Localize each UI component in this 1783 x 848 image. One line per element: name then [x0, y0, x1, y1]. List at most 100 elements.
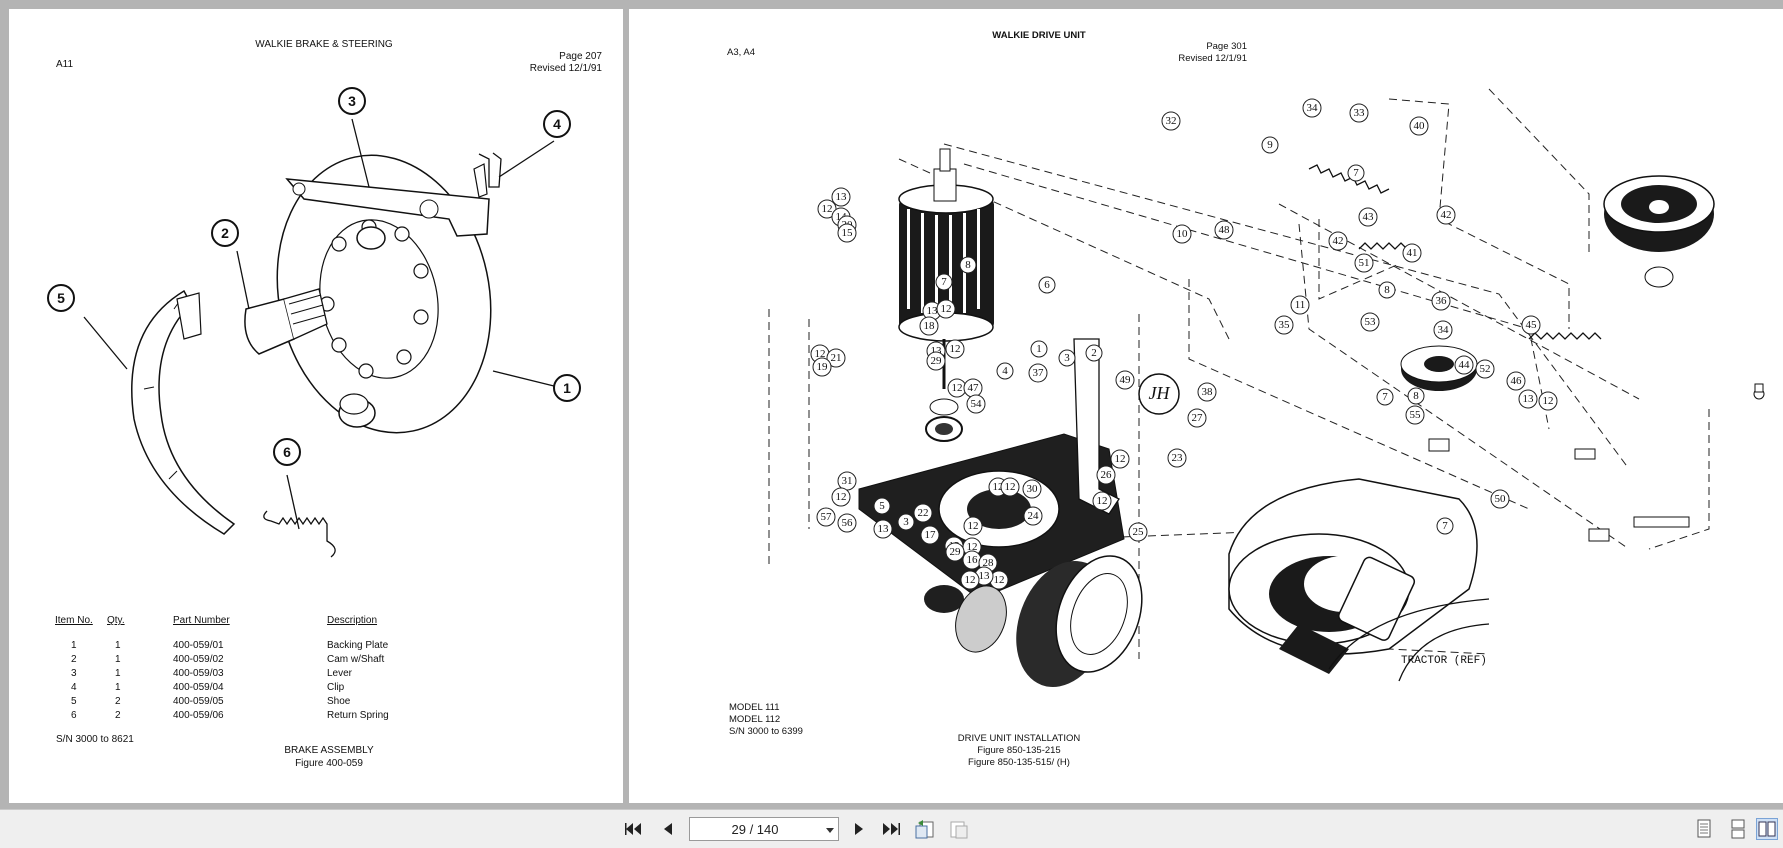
right-figure-2: Figure 850-135-515/ (H): [968, 757, 1070, 768]
table-header-item: Item No.: [55, 615, 93, 626]
svg-text:4: 4: [1002, 365, 1008, 377]
page-number-select[interactable]: 29 / 140: [689, 817, 839, 841]
left-page-number: Page 207: [559, 51, 602, 62]
svg-text:42: 42: [1333, 235, 1344, 247]
callout-5: 5: [47, 284, 75, 312]
two-page-view-button[interactable]: [1756, 818, 1778, 840]
first-page-button[interactable]: [623, 818, 645, 840]
left-caption: BRAKE ASSEMBLY: [284, 745, 374, 756]
svg-text:38: 38: [1202, 386, 1214, 398]
right-figure-1: Figure 850-135-215: [977, 745, 1061, 756]
svg-text:37: 37: [1033, 367, 1045, 379]
callout-2: 2: [211, 219, 239, 247]
svg-text:46: 46: [1511, 375, 1523, 387]
continuous-view-button[interactable]: [1727, 818, 1749, 840]
callout-3: 3: [1058, 349, 1076, 367]
svg-text:5: 5: [879, 500, 885, 512]
svg-text:35: 35: [1279, 319, 1291, 331]
svg-text:50: 50: [1495, 493, 1507, 505]
svg-text:8: 8: [1413, 390, 1419, 402]
svg-text:7: 7: [1353, 167, 1359, 179]
callout-12: 12: [947, 378, 967, 398]
callout-31: 31: [837, 471, 857, 491]
callout-40: 40: [1409, 116, 1429, 136]
callout-12: 12: [831, 487, 851, 507]
svg-text:11: 11: [1295, 299, 1306, 311]
svg-text:29: 29: [931, 355, 943, 367]
svg-text:12: 12: [993, 481, 1004, 493]
callout-53: 53: [1360, 312, 1380, 332]
callout-56: 56: [837, 513, 857, 533]
right-page-code: A3, A4: [727, 47, 755, 58]
previous-page-button[interactable]: [657, 818, 679, 840]
svg-text:32: 32: [1166, 115, 1177, 127]
callout-12: 12: [1000, 477, 1020, 497]
svg-text:24: 24: [1028, 510, 1040, 522]
left-page-title: WALKIE BRAKE & STEERING: [255, 39, 393, 50]
left-figure: Figure 400-059: [295, 758, 363, 769]
svg-text:6: 6: [1044, 279, 1050, 291]
callout-3: 3: [338, 87, 366, 115]
svg-text:JH: JH: [1149, 383, 1171, 403]
svg-text:1: 1: [563, 380, 571, 396]
callout-36: 36: [1431, 291, 1451, 311]
single-page-view-button[interactable]: [1693, 818, 1715, 840]
go-forward-button[interactable]: [948, 818, 970, 840]
callout-42: 42: [1436, 205, 1456, 225]
first-page-icon: [625, 823, 641, 835]
svg-text:43: 43: [1363, 211, 1375, 223]
svg-text:31: 31: [842, 475, 853, 487]
right-model-2: MODEL 112: [729, 714, 781, 725]
callout-32: 32: [1161, 111, 1181, 131]
svg-text:54: 54: [971, 398, 983, 410]
svg-text:56: 56: [842, 517, 854, 529]
callout-1: 1: [1030, 340, 1048, 358]
callout-11: 11: [1290, 295, 1310, 315]
callout-38: 38: [1197, 382, 1217, 402]
callout-12: 12: [963, 516, 983, 536]
right-page-title: WALKIE DRIVE UNIT: [992, 30, 1086, 41]
previous-page-icon: [664, 823, 672, 835]
svg-text:51: 51: [1359, 257, 1370, 269]
go-back-icon: [915, 820, 934, 839]
callout-12: 12: [1110, 449, 1130, 469]
callout-7: 7: [1376, 388, 1394, 406]
svg-text:22: 22: [918, 507, 929, 519]
next-page-icon: [855, 823, 863, 835]
svg-text:48: 48: [1219, 224, 1231, 236]
callout-37: 37: [1028, 363, 1048, 383]
svg-text:8: 8: [1384, 284, 1390, 296]
svg-text:15: 15: [842, 227, 854, 239]
svg-text:10: 10: [1177, 228, 1189, 240]
svg-text:2: 2: [221, 225, 229, 241]
svg-text:3: 3: [903, 516, 909, 528]
svg-text:12: 12: [836, 491, 847, 503]
next-page-button[interactable]: [848, 818, 870, 840]
svg-text:42: 42: [1441, 209, 1452, 221]
go-back-button[interactable]: [914, 818, 936, 840]
left-page-code: A11: [56, 59, 74, 70]
continuous-page-icon: [1731, 819, 1745, 839]
svg-text:6: 6: [283, 444, 291, 460]
svg-text:3: 3: [348, 93, 356, 109]
last-page-button[interactable]: [880, 818, 902, 840]
callout-17: 17: [920, 525, 940, 545]
svg-text:12: 12: [941, 303, 952, 315]
callout-23: 23: [1167, 448, 1187, 468]
svg-text:44: 44: [1459, 359, 1471, 371]
callout-13: 13: [873, 519, 893, 539]
svg-text:12: 12: [950, 343, 961, 355]
callout-24: 24: [1023, 506, 1043, 526]
svg-text:14: 14: [836, 211, 848, 223]
svg-text:52: 52: [1480, 363, 1491, 375]
callout-29: 29: [926, 351, 946, 371]
svg-text:18: 18: [924, 320, 936, 332]
callout-13: 13: [974, 566, 994, 586]
svg-text:40: 40: [1414, 120, 1426, 132]
svg-text:13: 13: [1523, 393, 1535, 405]
svg-text:12: 12: [965, 574, 976, 586]
callout-48: 48: [1214, 220, 1234, 240]
svg-text:12: 12: [1005, 481, 1016, 493]
callout-18: 18: [919, 316, 939, 336]
callout-6: 6: [273, 438, 301, 466]
